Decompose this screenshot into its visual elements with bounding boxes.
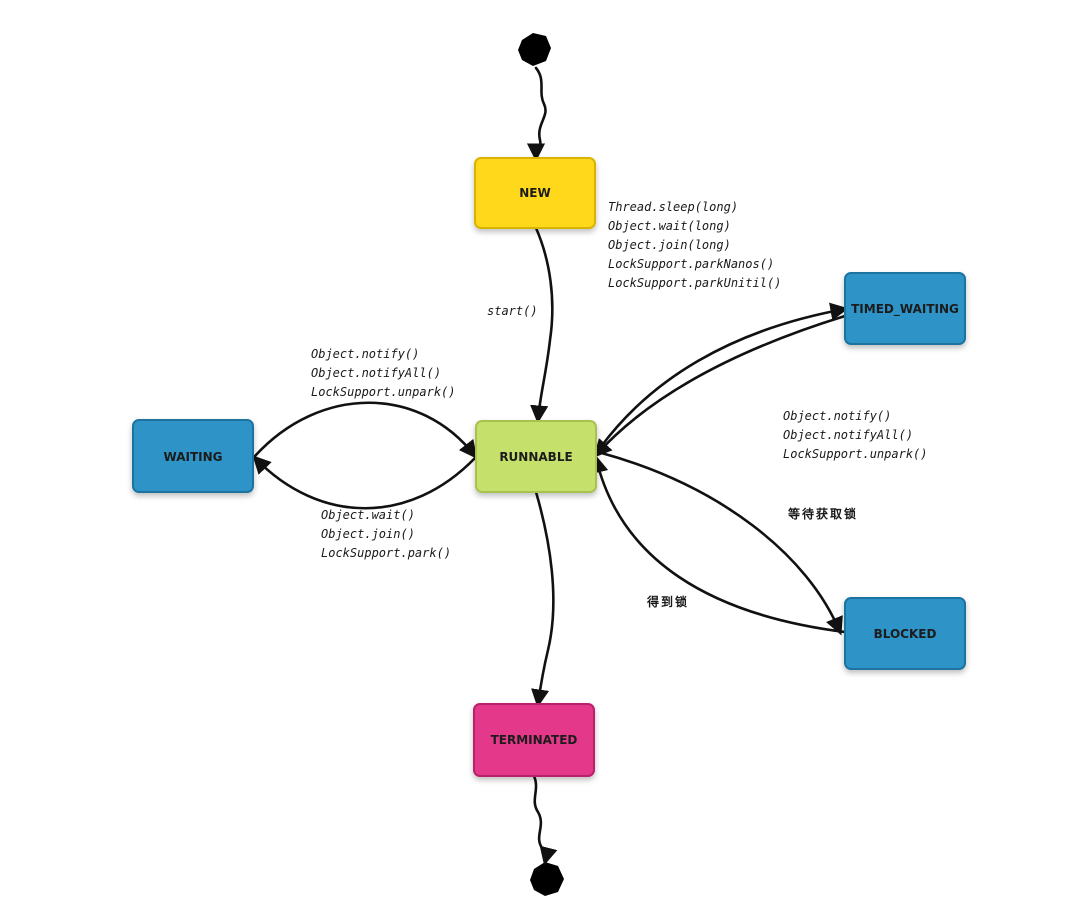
state-waiting-label: WAITING xyxy=(164,450,223,464)
edge-timed-waiting-to-runnable xyxy=(593,314,847,458)
edge-label-to-blocked: 等待获取锁 xyxy=(787,506,858,521)
edge-label-line: LockSupport.unpark() xyxy=(311,385,456,399)
edge-label-to-waiting: Object.wait() Object.join() LockSupport.… xyxy=(321,508,451,560)
state-timed-waiting: TIMED_WAITING xyxy=(844,272,966,345)
edge-label-from-blocked: 得到锁 xyxy=(646,594,689,609)
edge-runnable-to-blocked xyxy=(596,450,843,636)
edge-label-line: Object.wait(long) xyxy=(608,219,731,233)
state-runnable: RUNNABLE xyxy=(475,420,597,493)
state-new: NEW xyxy=(474,157,596,229)
state-blocked: BLOCKED xyxy=(844,597,966,670)
edge-label-line: Object.notify() xyxy=(311,347,419,361)
edge-runnable-to-waiting xyxy=(252,455,477,510)
edge-label-line: Object.notifyAll() xyxy=(783,428,913,442)
edge-label-line: LockSupport.park() xyxy=(321,546,451,560)
edge-label-line: Thread.sleep(long) xyxy=(608,200,738,214)
edge-label-line: LockSupport.parkUnitil() xyxy=(608,276,781,290)
edge-label-line: LockSupport.unpark() xyxy=(783,447,928,461)
state-runnable-label: RUNNABLE xyxy=(499,450,572,464)
edge-terminated-to-final xyxy=(532,774,558,866)
state-terminated-label: TERMINATED xyxy=(491,733,578,747)
edge-label-line: LockSupport.parkNanos() xyxy=(608,257,774,271)
edge-label-line: Object.wait() xyxy=(321,508,415,522)
edge-blocked-to-runnable xyxy=(590,454,847,634)
edge-label-line: Object.join() xyxy=(321,527,415,541)
edge-initial-to-new xyxy=(526,66,547,162)
edge-label-from-timed-waiting: Object.notify() Object.notifyAll() LockS… xyxy=(783,409,928,461)
edge-label-line: Object.notifyAll() xyxy=(311,366,441,380)
edge-label-line: Object.join(long) xyxy=(608,238,731,252)
state-new-label: NEW xyxy=(519,186,550,200)
state-waiting: WAITING xyxy=(132,419,254,493)
edge-label-start: start() xyxy=(487,304,538,318)
initial-state-node xyxy=(518,33,551,66)
edge-runnable-to-timed-waiting xyxy=(598,302,849,450)
edge-label-line: Object.notify() xyxy=(783,409,891,423)
edge-label-to-timed-waiting: Thread.sleep(long) Object.wait(long) Obj… xyxy=(608,200,781,290)
state-blocked-label: BLOCKED xyxy=(874,627,937,641)
edge-new-to-runnable xyxy=(530,226,554,424)
state-timed-waiting-label: TIMED_WAITING xyxy=(851,302,959,317)
final-state-node xyxy=(530,862,564,896)
edge-runnable-to-terminated xyxy=(531,490,555,708)
edge-waiting-to-runnable xyxy=(253,401,478,459)
state-terminated: TERMINATED xyxy=(473,703,595,777)
edge-label-from-waiting: Object.notify() Object.notifyAll() LockS… xyxy=(311,347,456,399)
